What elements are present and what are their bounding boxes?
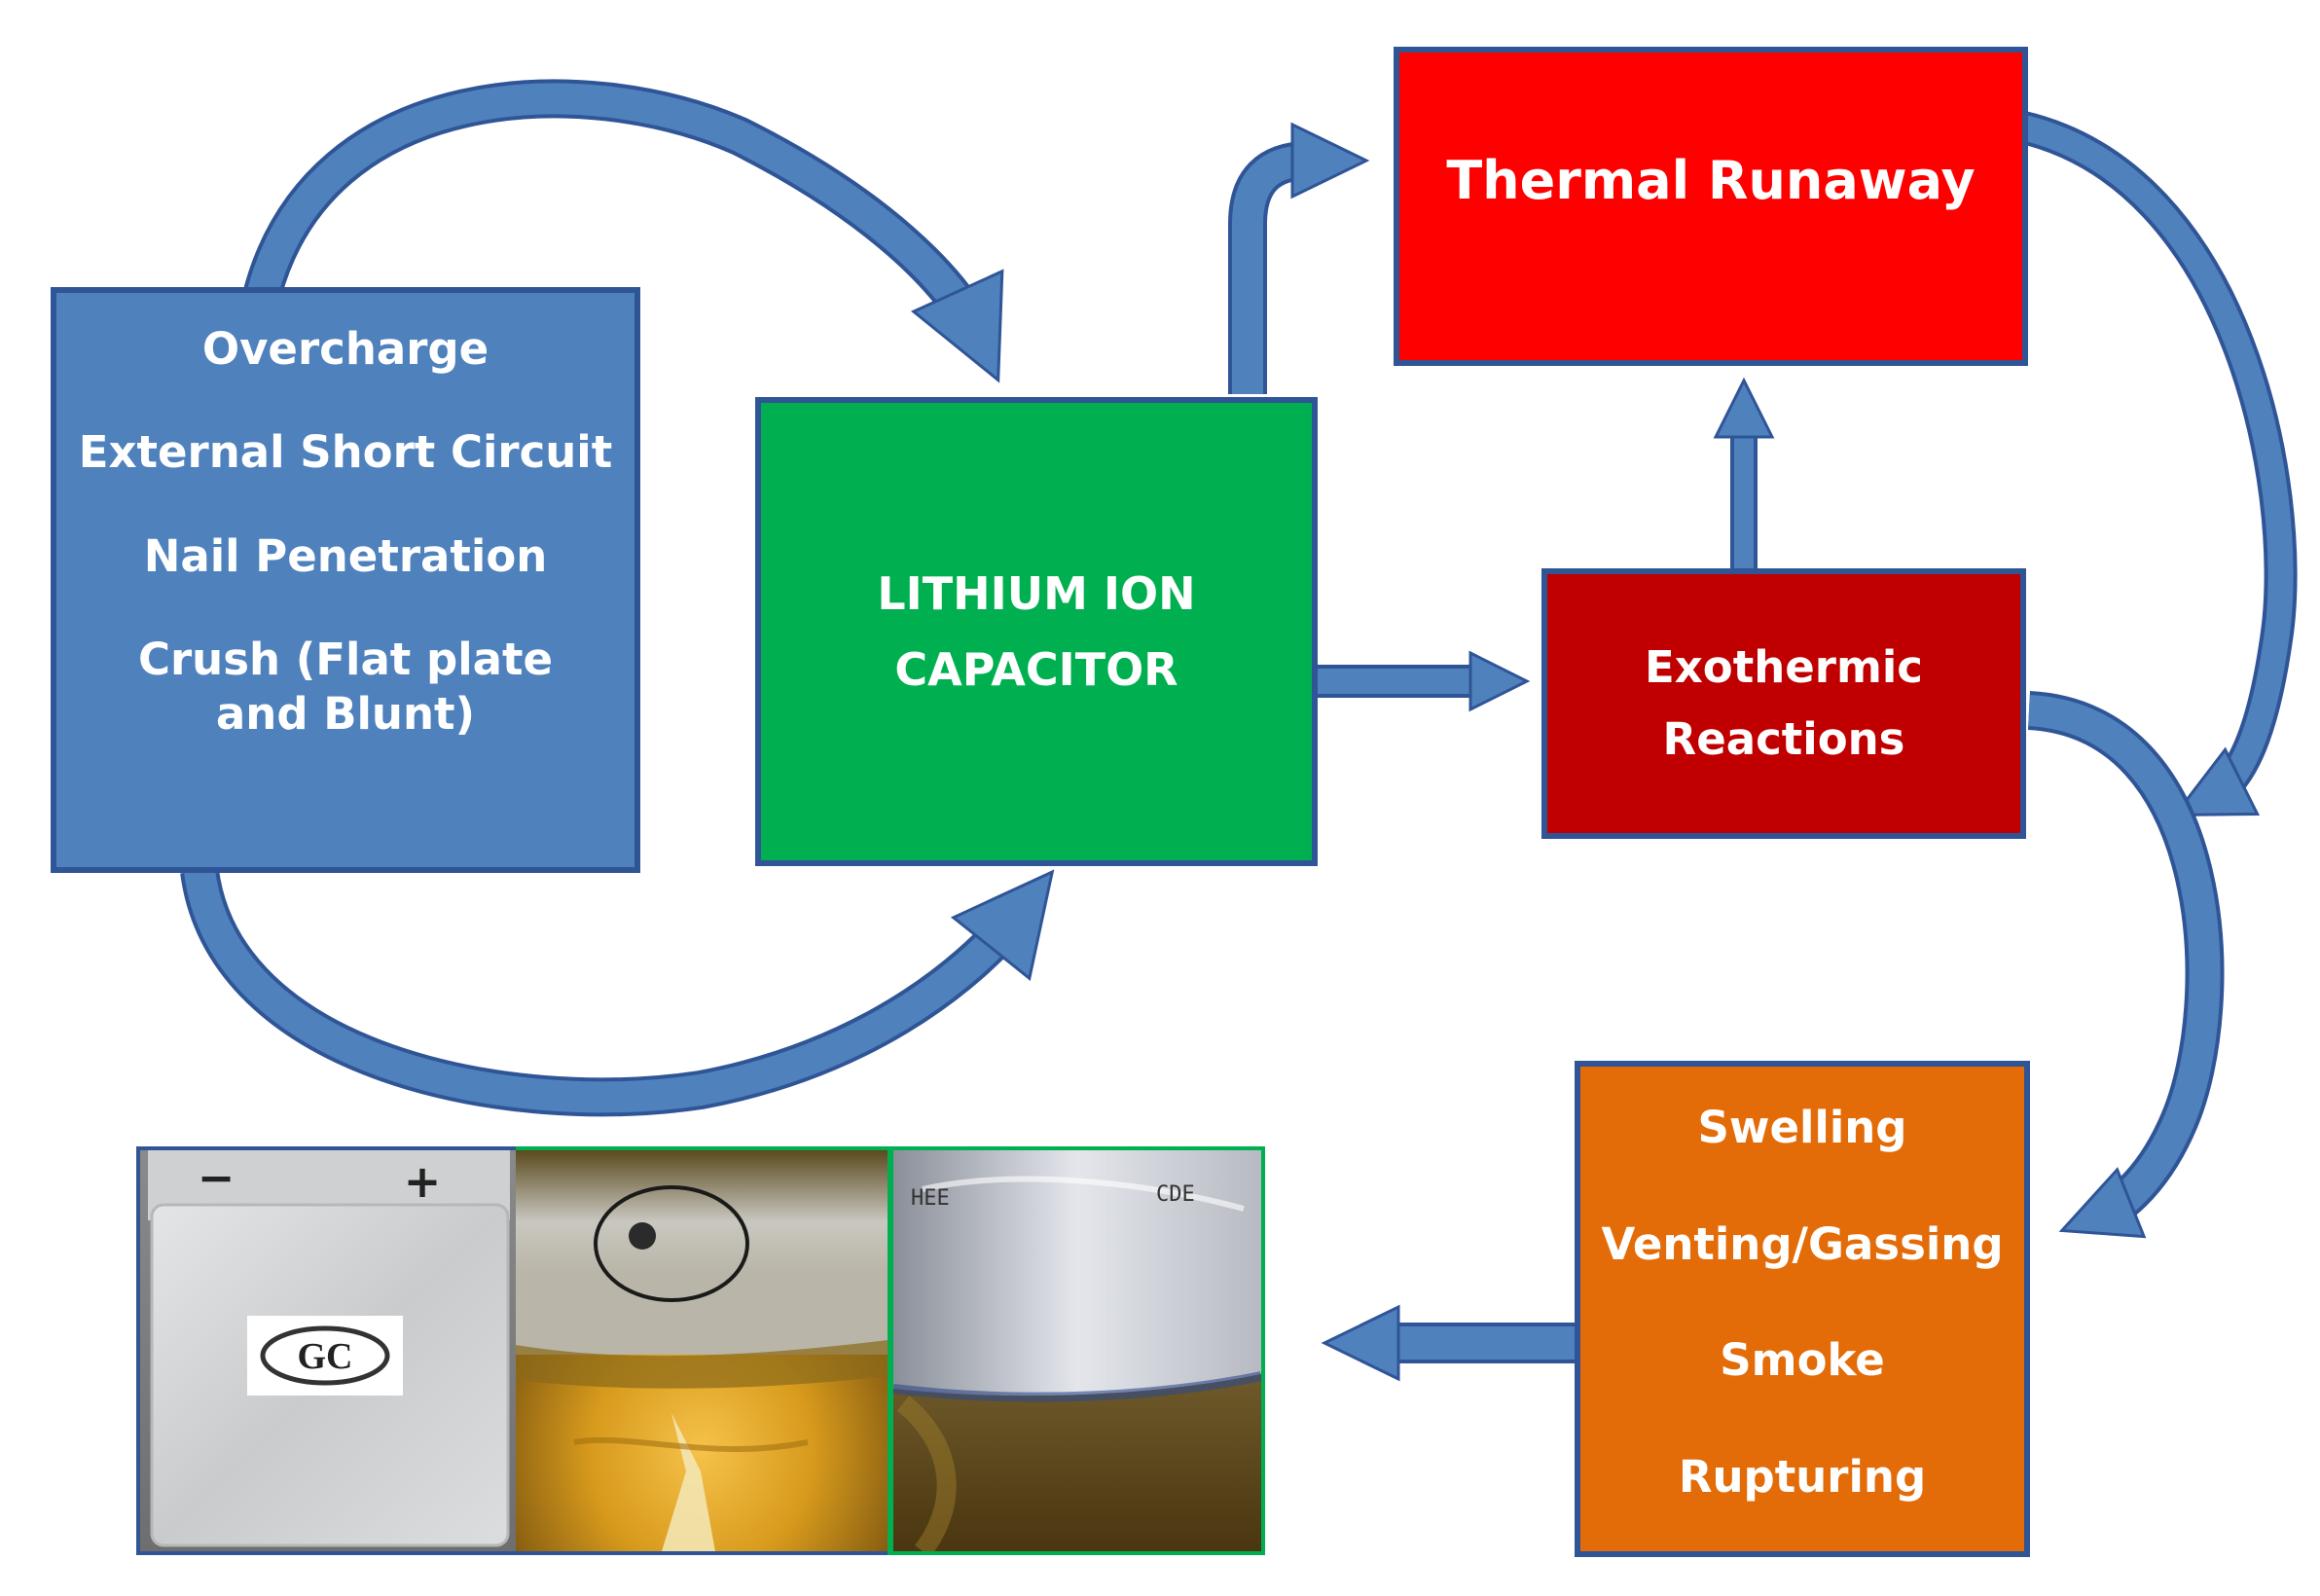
cell-logo-text: GC bbox=[298, 1336, 353, 1377]
thermal-runaway-label: Thermal Runaway bbox=[1446, 150, 1976, 211]
bag-label-1: HEE bbox=[911, 1186, 950, 1211]
effect-smoke: Smoke bbox=[1720, 1334, 1885, 1387]
arrow-causes-to-capacitor-bottom bbox=[180, 867, 1055, 1117]
lithium-ion-capacitor-box: LITHIUM ION CAPACITOR bbox=[755, 397, 1318, 866]
effect-rupturing: Rupturing bbox=[1678, 1450, 1927, 1503]
cause-nail-penetration: Nail Penetration bbox=[143, 529, 548, 582]
exothermic-label-line-2: Reactions bbox=[1662, 713, 1905, 765]
arrow-exothermic-to-effects bbox=[2027, 691, 2225, 1239]
exothermic-label-line-1: Exothermic bbox=[1645, 640, 1923, 693]
bag-label-2: CDE bbox=[1156, 1182, 1195, 1207]
photo-pristine-pouch-cell: GC − + bbox=[136, 1146, 516, 1555]
effect-swelling: Swelling bbox=[1697, 1102, 1907, 1153]
photo-nail-penetrated-cell bbox=[516, 1146, 888, 1555]
cause-external-short-circuit: External Short Circuit bbox=[78, 426, 613, 479]
exothermic-reactions-box: Exothermic Reactions bbox=[1541, 568, 2026, 839]
capacitor-label-line-2: CAPACITOR bbox=[894, 643, 1178, 696]
cause-crush: Crush (Flat plate and Blunt) bbox=[137, 633, 554, 740]
photo-vented-ruptured-cell: HEE CDE bbox=[888, 1146, 1265, 1555]
arrow-causes-to-capacitor-top bbox=[243, 79, 1004, 383]
minus-terminal-label: − bbox=[198, 1151, 236, 1204]
plus-terminal-label: + bbox=[404, 1155, 442, 1208]
failure-effects-box: Swelling Venting/Gassing Smoke Rupturing bbox=[1575, 1061, 2030, 1557]
arrow-thermal-runaway-to-effects-loop bbox=[2015, 110, 2298, 817]
effect-venting-gassing: Venting/Gassing bbox=[1601, 1217, 2004, 1270]
thermal-runaway-box: Thermal Runaway bbox=[1394, 47, 2028, 366]
abuse-conditions-box: Overcharge External Short Circuit Nail P… bbox=[51, 287, 640, 873]
arrow-capacitor-to-thermal-runaway bbox=[1228, 122, 1370, 394]
cause-overcharge: Overcharge bbox=[201, 323, 489, 375]
capacitor-label-line-1: LITHIUM ION bbox=[877, 566, 1196, 620]
